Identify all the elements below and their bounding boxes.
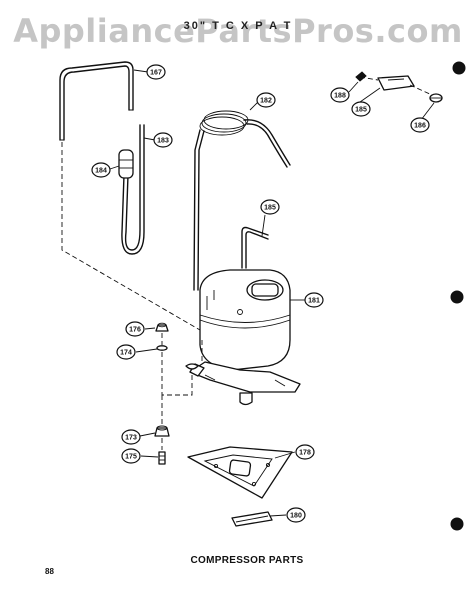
svg-text:182: 182: [260, 98, 272, 105]
process-tube-part-185: [241, 226, 269, 269]
callout-184: 184: [91, 162, 111, 178]
svg-text:176: 176: [129, 327, 141, 334]
discharge-tube-part-167: [59, 61, 134, 141]
callout-178: 178: [295, 444, 315, 460]
base-tray-part-178: [187, 446, 293, 499]
binder-hole-top: [452, 61, 466, 75]
callout-186: 186: [410, 117, 430, 133]
svg-text:185: 185: [355, 107, 367, 114]
callout-173: 173: [121, 429, 141, 445]
alignment-lines: [61, 142, 203, 450]
callout-180: 180: [286, 507, 306, 523]
svg-text:173: 173: [125, 435, 137, 442]
callout-167: 167: [146, 64, 166, 80]
callout-181: 181: [304, 292, 324, 308]
svg-text:188: 188: [334, 93, 346, 100]
callout-185-relay: 185: [351, 101, 371, 117]
callout-185-tube: 185: [260, 199, 280, 215]
compressor-part-181: [189, 269, 301, 406]
svg-text:185: 185: [264, 205, 276, 212]
callout-175: 175: [121, 448, 141, 464]
svg-text:186: 186: [414, 123, 426, 130]
svg-text:183: 183: [157, 138, 169, 145]
callout-183: 183: [153, 132, 173, 148]
svg-text:181: 181: [308, 298, 320, 305]
filter-drier-part-184: [118, 149, 134, 179]
callout-188: 188: [330, 87, 350, 103]
svg-text:184: 184: [95, 168, 107, 175]
svg-text:174: 174: [120, 350, 132, 357]
svg-text:167: 167: [150, 70, 162, 77]
svg-text:175: 175: [125, 454, 137, 461]
page-header: 30" T C X P A T: [183, 20, 293, 32]
svg-text:180: 180: [290, 513, 302, 520]
callout-leaders: [109, 69, 435, 517]
page-number: 88: [45, 567, 54, 576]
bracket-part-180: [231, 511, 273, 527]
binder-hole-middle: [450, 290, 464, 304]
relay-clip-assembly: [355, 71, 443, 103]
callout-174: 174: [116, 344, 136, 360]
callout-182: 182: [256, 92, 276, 108]
callout-176: 176: [125, 321, 145, 337]
capillary-tube-part-183: [121, 124, 145, 255]
coil-line-part-182: [193, 110, 291, 291]
diagram-caption: COMPRESSOR PARTS: [190, 555, 304, 566]
svg-text:178: 178: [299, 450, 311, 457]
binder-hole-bottom: [450, 517, 464, 531]
mounting-hardware: [154, 322, 199, 465]
